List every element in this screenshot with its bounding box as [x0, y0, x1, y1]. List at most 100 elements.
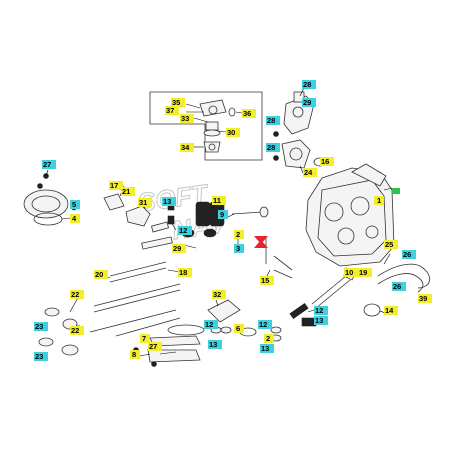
part-number-label: 28	[303, 80, 311, 89]
part-number-label: 26	[403, 250, 411, 259]
callout-13b: 13	[208, 340, 222, 349]
callout-24: 24	[303, 168, 317, 177]
part-number-label: 29	[173, 244, 181, 253]
callout-9: 9	[218, 210, 228, 219]
part-number-label: 12	[259, 320, 267, 329]
part-number-label: 23	[35, 322, 43, 331]
callout-8: 8	[130, 350, 140, 359]
part-number-label: 3	[236, 244, 240, 253]
part-number-label: 12	[205, 320, 213, 329]
callout-21: 21	[121, 187, 135, 196]
part-number-label: 13	[261, 344, 269, 353]
part-number-label: 13	[315, 316, 323, 325]
callout-16: 16	[320, 157, 334, 166]
part-number-label: 6	[236, 324, 240, 333]
part-number-label: 24	[304, 168, 313, 177]
callout-17: 17	[109, 181, 123, 190]
part-number-label: 23	[35, 352, 43, 361]
callout-12d: 12	[314, 306, 328, 315]
stud-nuts	[38, 307, 79, 356]
part-number-label: 28	[267, 116, 275, 125]
callout-23b: 23	[34, 352, 48, 361]
part-number-label: 13	[209, 340, 217, 349]
callout-22a: 22	[70, 290, 84, 299]
callout-19: 19	[358, 268, 372, 277]
callout-2b: 2	[264, 334, 274, 343]
callout-10: 10	[344, 268, 358, 277]
callout-18: 18	[178, 268, 192, 277]
callout-35: 35	[171, 98, 185, 107]
part-number-label: 5	[72, 200, 76, 209]
part-number-label: 12	[315, 306, 323, 315]
callout-29: 29	[302, 98, 316, 107]
callout-26b: 26	[392, 282, 406, 291]
part-number-label: 27	[149, 342, 157, 351]
callout-12c: 12	[258, 320, 272, 329]
cylinder-studs	[89, 261, 181, 337]
callout-25: 25	[384, 240, 398, 249]
part-number-label: 37	[166, 106, 174, 115]
callout-26a: 26	[402, 250, 416, 259]
callout-28b: 28	[266, 116, 280, 125]
callout-23a: 23	[34, 322, 48, 331]
part-number-label: 15	[261, 276, 269, 285]
green-marker	[392, 188, 400, 194]
callout-1: 1	[374, 196, 384, 205]
callout-33: 33	[180, 114, 194, 123]
callout-28a: 28	[302, 80, 316, 89]
part-number-label: 29	[303, 98, 311, 107]
callout-37: 37	[165, 106, 179, 115]
inset-frame	[149, 91, 263, 161]
part-number-label: 17	[110, 181, 118, 190]
part-number-label: 8	[132, 350, 136, 359]
part-number-label: 30	[227, 128, 235, 137]
callout-13: 13	[162, 197, 176, 206]
label-boxes: 35 37 36 33 30 34 28 28 29 28 24 16 27 1…	[34, 80, 432, 361]
part-number-label: 2	[266, 334, 270, 343]
callout-20: 20	[94, 270, 108, 279]
part-number-label: 26	[393, 282, 401, 291]
callout-3: 3	[234, 244, 244, 253]
thermostat-assembly	[199, 99, 236, 153]
part-number-label: 1	[377, 196, 381, 205]
callout-22b: 22	[70, 326, 84, 335]
part-number-label: 13	[163, 197, 171, 206]
part-number-label: 21	[122, 187, 130, 196]
cylinder-head	[305, 163, 395, 267]
valve-cover-cap	[23, 173, 77, 226]
part-number-label: 10	[345, 268, 353, 277]
callout-39: 39	[418, 294, 432, 303]
part-number-label: 22	[71, 326, 79, 335]
callout-12b: 12	[204, 320, 218, 329]
part-number-label: 4	[72, 214, 77, 223]
callout-12a: 12	[178, 226, 192, 235]
callout-15: 15	[260, 276, 274, 285]
callout-2a: 2	[234, 230, 244, 239]
part-number-label: 27	[43, 160, 51, 169]
part-number-label: 22	[71, 290, 79, 299]
part-number-label: 39	[419, 294, 427, 303]
part-number-label: 25	[385, 240, 393, 249]
callout-32: 32	[212, 290, 226, 299]
part-number-label: 20	[95, 270, 103, 279]
callout-29b: 29	[172, 244, 186, 253]
part-number-label: 28	[267, 143, 275, 152]
callout-11: 11	[212, 196, 226, 205]
callout-14: 14	[384, 306, 398, 315]
callout-34: 34	[180, 143, 194, 152]
part-number-label: 31	[139, 198, 147, 207]
part-number-label: 11	[213, 196, 221, 205]
callout-36: 36	[242, 109, 256, 118]
part-number-label: 2	[236, 230, 240, 239]
part-number-label: 34	[181, 143, 190, 152]
callout-6: 6	[234, 324, 244, 333]
valve-assembly	[207, 275, 351, 342]
callout-13d: 13	[314, 316, 328, 325]
part-number-label: 14	[385, 306, 394, 315]
callout-27a: 27	[42, 160, 56, 169]
part-number-label: 33	[181, 114, 189, 123]
part-number-label: 16	[321, 157, 329, 166]
part-number-label: 35	[172, 98, 180, 107]
